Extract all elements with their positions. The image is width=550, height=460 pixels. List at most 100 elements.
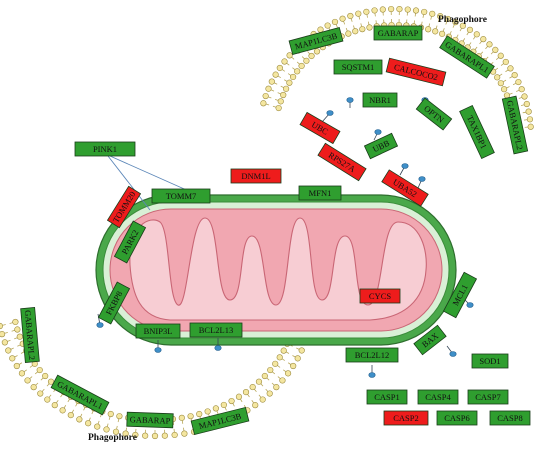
lipid-head xyxy=(494,74,501,81)
lipid-head xyxy=(85,420,92,427)
protein-box-gabarapl1: GABARAPL1 xyxy=(50,374,110,416)
lipid-head xyxy=(363,8,370,15)
protein-box-pink1: PINK1 xyxy=(74,141,136,157)
protein-box-fill xyxy=(345,347,399,363)
lipid-head xyxy=(267,366,274,374)
protein-box-bcl2l13: BCL2L13 xyxy=(189,322,243,338)
lipid-head xyxy=(303,57,310,64)
lipid-head xyxy=(366,24,373,31)
lipid-head xyxy=(9,355,16,362)
protein-box-fill xyxy=(362,92,398,108)
protein-box-rps27a: RPS27A xyxy=(317,142,367,182)
protein-label: GABARAPL1 xyxy=(56,379,105,411)
lipid-head xyxy=(339,15,346,22)
lipid-head xyxy=(268,78,275,85)
protein-box-fill xyxy=(442,271,478,319)
protein-box-fill xyxy=(106,185,142,229)
lipid-head xyxy=(294,355,301,362)
ubiquitin-tag xyxy=(466,302,474,308)
phagophore-top-caption: Phagophore xyxy=(438,15,487,25)
lipid-head xyxy=(204,408,211,415)
protein-label: BCL2L13 xyxy=(199,325,233,335)
lipid-head xyxy=(249,383,256,391)
lipid-head xyxy=(355,10,362,17)
lipid-head xyxy=(480,36,487,43)
lipid-head xyxy=(526,116,534,123)
lipid-head xyxy=(286,79,293,86)
lipid-head xyxy=(171,431,178,439)
lipid-head xyxy=(452,19,459,26)
lipid-head xyxy=(507,65,514,72)
protein-box-bax: BAX xyxy=(413,324,447,356)
lipid-head xyxy=(228,397,235,405)
lipid-head xyxy=(181,430,188,437)
protein-box-mcl1: MCL1 xyxy=(442,271,478,319)
lipid-head xyxy=(283,85,290,92)
protein-box-fill xyxy=(50,374,110,416)
protein-box-fill xyxy=(97,281,131,325)
ubiquitin-tag xyxy=(449,351,457,357)
protein-box-ubc: UBC xyxy=(299,111,341,145)
lipid-head xyxy=(298,347,305,354)
lipid-head xyxy=(497,80,504,87)
lipid-head xyxy=(36,366,43,374)
protein-box-fill xyxy=(135,323,181,339)
lipid-head xyxy=(525,108,532,115)
protein-label: TOMM7 xyxy=(166,191,197,201)
lipid-head xyxy=(12,318,19,326)
protein-box-fill xyxy=(151,188,211,204)
protein-box-fill xyxy=(359,288,401,304)
lipid-head xyxy=(492,46,499,54)
protein-box-fill xyxy=(413,324,447,356)
lipid-head xyxy=(13,362,20,370)
lipid-head xyxy=(107,410,114,418)
ubiquitin-tag xyxy=(374,129,382,135)
lipid-head xyxy=(14,326,21,333)
lipid-head xyxy=(261,372,268,380)
protein-box-ubb: UBB xyxy=(363,132,399,160)
lipid-head xyxy=(1,339,8,346)
lipid-head xyxy=(294,68,301,75)
lipid-head xyxy=(284,370,292,377)
lipid-head xyxy=(235,393,243,400)
lipid-head xyxy=(371,7,378,14)
lipid-head xyxy=(439,30,446,37)
protein-box-nbr1: NBR1 xyxy=(362,92,398,108)
lipid-head xyxy=(262,92,269,100)
mito-matrix xyxy=(129,217,427,321)
lipid-head xyxy=(324,22,331,29)
lipid-head xyxy=(242,388,250,396)
lipid-head xyxy=(425,26,432,33)
protein-box-gabarap: GABARAP xyxy=(126,411,174,429)
lipid-head xyxy=(347,12,354,20)
ubiquitin-tag xyxy=(368,372,376,378)
lipid-head xyxy=(502,58,509,66)
lipid-head xyxy=(412,7,420,14)
protein-label: CASP1 xyxy=(374,392,400,402)
protein-label: GABARAP xyxy=(378,28,419,38)
protein-box-casp2: CASP2 xyxy=(383,410,429,426)
lipid-head xyxy=(290,362,297,370)
protein-box-fill xyxy=(230,168,282,184)
ubiquitin-tag xyxy=(346,97,354,103)
protein-label: BCL2L12 xyxy=(355,350,389,360)
lipid-head xyxy=(18,370,26,377)
protein-box-fill xyxy=(366,389,408,405)
ubiquitin-tags xyxy=(96,97,474,378)
lipid-head xyxy=(515,78,522,86)
lipid-head xyxy=(518,86,525,93)
lipid-head xyxy=(345,30,352,37)
lipid-head xyxy=(280,91,287,99)
protein-box-fill xyxy=(489,410,531,426)
lipid-head xyxy=(24,377,31,384)
lipid-head xyxy=(280,347,287,354)
lipid-head xyxy=(151,432,159,440)
lipid-head xyxy=(279,377,286,384)
lipid-head xyxy=(94,423,101,430)
lipid-head xyxy=(142,432,149,439)
lipid-head xyxy=(67,412,74,419)
lipid-head xyxy=(521,93,528,100)
protein-box-fill xyxy=(501,95,529,155)
mitochondrion xyxy=(95,194,457,346)
